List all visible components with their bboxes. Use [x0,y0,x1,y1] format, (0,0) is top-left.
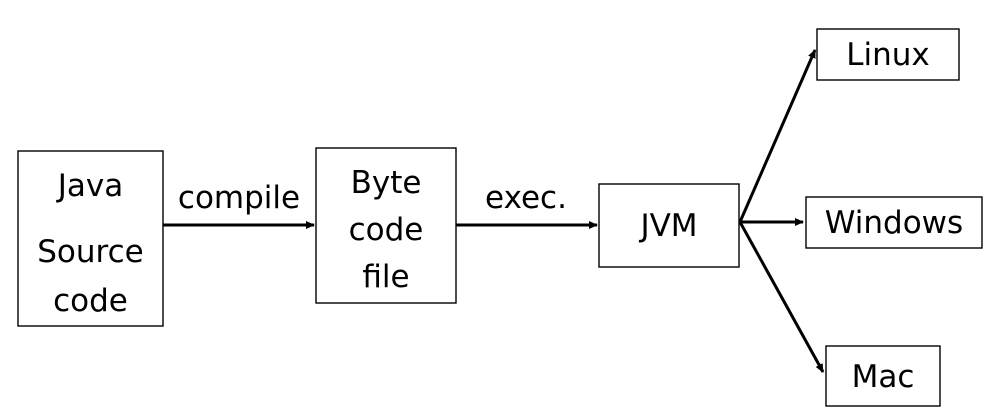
mac-node: Mac [825,345,941,407]
linux-box [816,28,960,81]
java-source-node: Java Source code [17,150,164,327]
jvm-to-mac-arrow [738,221,825,373]
linux-label: Linux [846,37,930,73]
linux-node: Linux [816,28,960,81]
java-source-box [17,150,164,327]
mac-box [825,345,941,407]
jvm-to-linux-arrow [738,49,817,223]
exec-edge: exec. [456,180,598,229]
windows-label: Windows [825,205,963,241]
byte-code-node: Byte code file [315,147,457,304]
exec-edge-label: exec. [485,180,567,216]
jvm-label: JVM [638,208,697,244]
jvm-box [598,183,740,268]
mac-label: Mac [852,359,915,395]
byte-code-label-line-2: code [349,212,424,248]
byte-code-label-line-3: file [362,259,409,295]
byte-code-box [315,147,457,304]
jvm-node: JVM [598,183,740,268]
windows-box [805,196,983,249]
windows-node: Windows [805,196,983,249]
java-source-label-line-3: code [53,283,128,319]
compile-edge-label: compile [178,180,300,216]
java-source-label-line-1: Java [56,168,123,204]
java-source-label-line-2: Source [37,234,143,270]
compile-edge: compile [163,180,315,229]
byte-code-label-line-1: Byte [351,165,422,201]
